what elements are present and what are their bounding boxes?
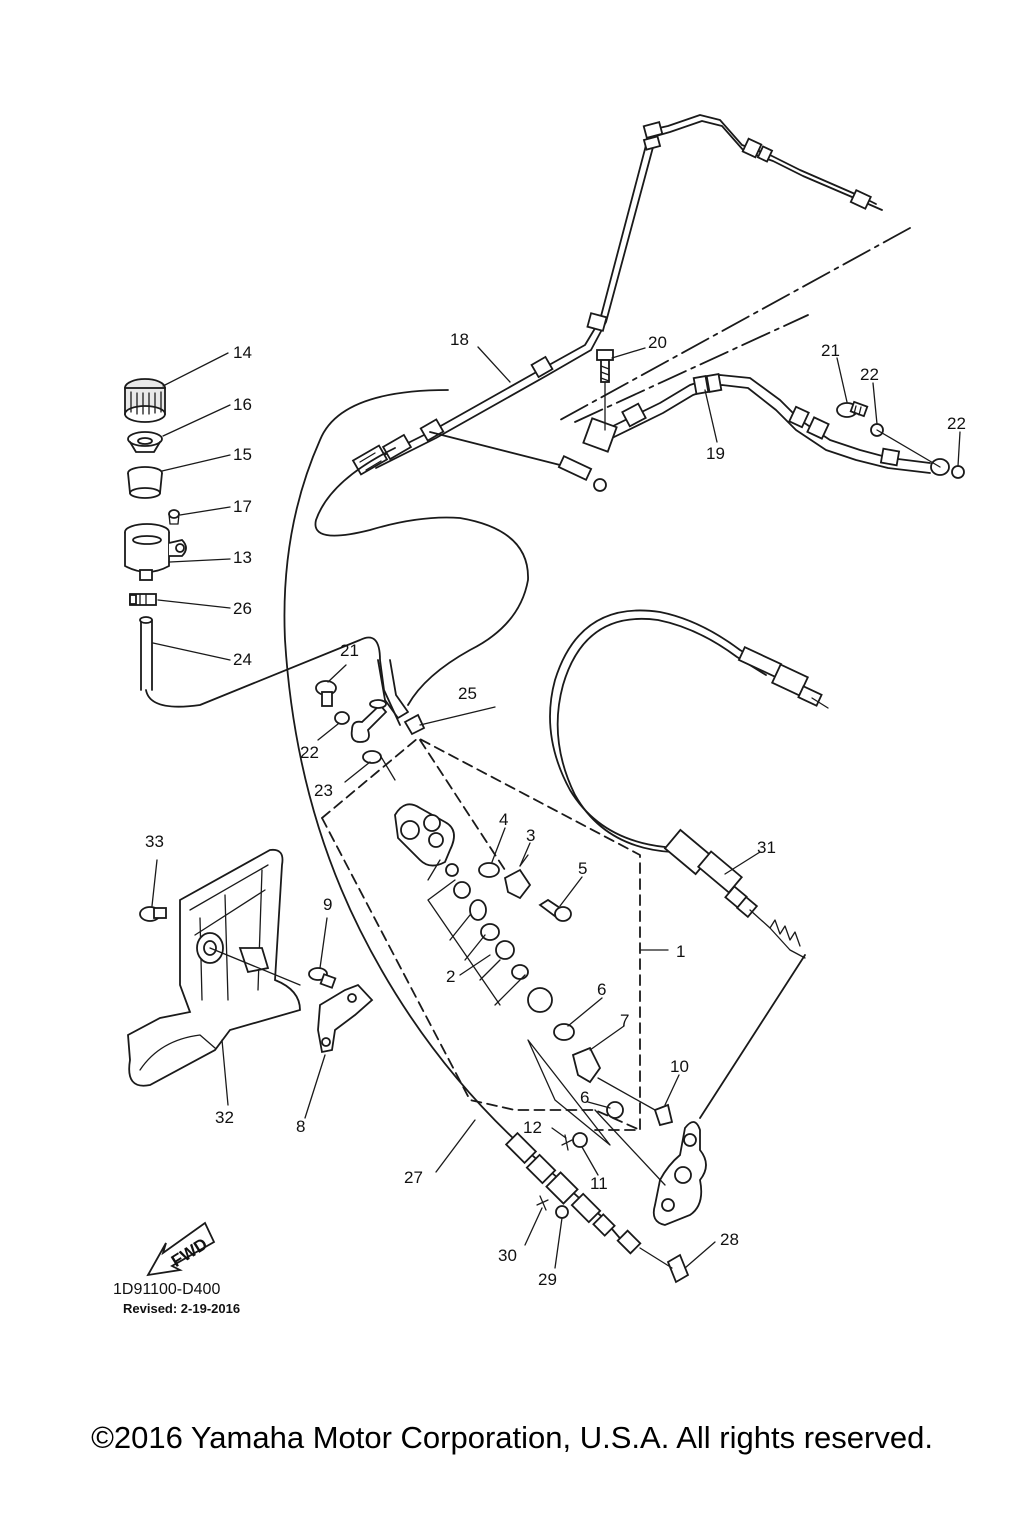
callout-24: 24 — [233, 650, 252, 669]
callout-23: 23 — [314, 781, 333, 800]
cable-27 — [283, 389, 631, 1251]
guard-32 — [127, 848, 301, 1087]
master-cylinder-parts — [362, 750, 674, 1151]
callout-1: 1 — [676, 942, 685, 961]
callout-13: 13 — [233, 548, 252, 567]
callout-17: 17 — [233, 497, 252, 516]
bolt-washers-right — [836, 357, 965, 479]
callout-30: 30 — [498, 1246, 517, 1265]
callout-29: 29 — [538, 1270, 557, 1289]
callout-8: 8 — [296, 1117, 305, 1136]
callout-9: 9 — [323, 895, 332, 914]
callout-31: 31 — [757, 838, 776, 857]
callout-21a: 21 — [340, 641, 359, 660]
callout-12: 12 — [523, 1118, 542, 1137]
callout-labels: 1 2 3 4 5 6 6 7 8 9 10 11 12 13 14 15 16… — [145, 330, 966, 1289]
callout-10: 10 — [670, 1057, 689, 1076]
callout-2: 2 — [446, 967, 455, 986]
callout-32: 32 — [215, 1108, 234, 1127]
callout-11: 11 — [590, 1174, 608, 1193]
callout-27: 27 — [404, 1168, 423, 1187]
brake-hose-19 — [574, 314, 950, 476]
callout-7: 7 — [620, 1011, 629, 1030]
callout-33: 33 — [145, 832, 164, 851]
leader-lines — [152, 346, 761, 1269]
caliper-assembly-box — [321, 737, 669, 1146]
callout-3: 3 — [526, 826, 535, 845]
callout-26: 26 — [233, 599, 252, 618]
callout-19: 19 — [706, 444, 725, 463]
cable-27-fittings — [504, 1131, 642, 1255]
throttle-cable-31 — [549, 609, 829, 959]
banjo-hardware-left — [315, 680, 426, 743]
callout-22c: 22 — [947, 414, 966, 433]
cable-loop — [314, 447, 529, 706]
callout-6a: 6 — [597, 980, 606, 999]
callout-22a: 22 — [300, 743, 319, 762]
callout-18: 18 — [450, 330, 469, 349]
callout-20: 20 — [648, 333, 667, 352]
copyright-notice: ©2016 Yamaha Motor Corporation, U.S.A. A… — [91, 1420, 933, 1455]
fwd-arrow: FWD — [146, 1221, 216, 1277]
callout-22b: 22 — [860, 365, 879, 384]
callout-5: 5 — [578, 859, 587, 878]
reservoir-hose-24 — [145, 636, 401, 726]
callout-25: 25 — [458, 684, 477, 703]
bracket-8 — [308, 917, 374, 1054]
callout-16: 16 — [233, 395, 252, 414]
callout-6b: 6 — [580, 1088, 589, 1107]
callout-4: 4 — [499, 810, 508, 829]
callout-21b: 21 — [821, 341, 840, 360]
document-code: 1D91100-D400 — [113, 1281, 221, 1298]
lever-arm — [594, 954, 806, 1284]
callout-15: 15 — [233, 445, 252, 464]
brake-hose-18 — [351, 114, 911, 492]
revision-date: Revised: 2-19-2016 — [123, 1301, 241, 1316]
callout-28: 28 — [720, 1230, 739, 1249]
reservoir-assembly — [124, 378, 187, 691]
callout-14: 14 — [233, 343, 252, 362]
